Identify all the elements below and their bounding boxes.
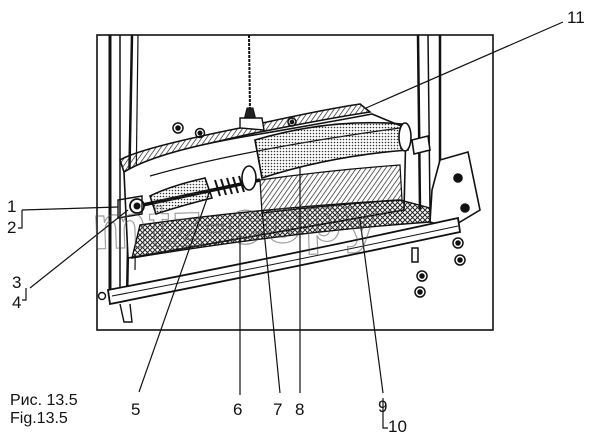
leader-lines bbox=[18, 21, 564, 429]
caption-russian: Рис. 13.5 bbox=[10, 392, 78, 409]
watermark: mtz-copy bbox=[90, 183, 382, 264]
callout-9: 9 bbox=[378, 397, 388, 416]
upper-roller bbox=[254, 121, 412, 180]
right-bracket bbox=[411, 135, 481, 229]
callout-2: 2 bbox=[7, 218, 17, 237]
loose-nuts bbox=[411, 237, 466, 298]
hanging-cable bbox=[243, 34, 257, 121]
callout-7: 7 bbox=[273, 400, 283, 419]
callout-3: 3 bbox=[12, 273, 22, 292]
callout-10: 10 bbox=[388, 417, 407, 436]
caption-english: Fig.13.5 bbox=[10, 410, 68, 427]
bottom-frame bbox=[97, 216, 462, 323]
callout-1: 1 bbox=[7, 197, 17, 216]
lower-tray bbox=[131, 164, 431, 259]
spring-shaft bbox=[117, 165, 261, 219]
callout-5: 5 bbox=[131, 400, 141, 419]
callout-6: 6 bbox=[233, 400, 243, 419]
callout-11: 11 bbox=[567, 8, 585, 27]
callout-8: 8 bbox=[295, 400, 305, 419]
callout-4: 4 bbox=[12, 293, 22, 312]
